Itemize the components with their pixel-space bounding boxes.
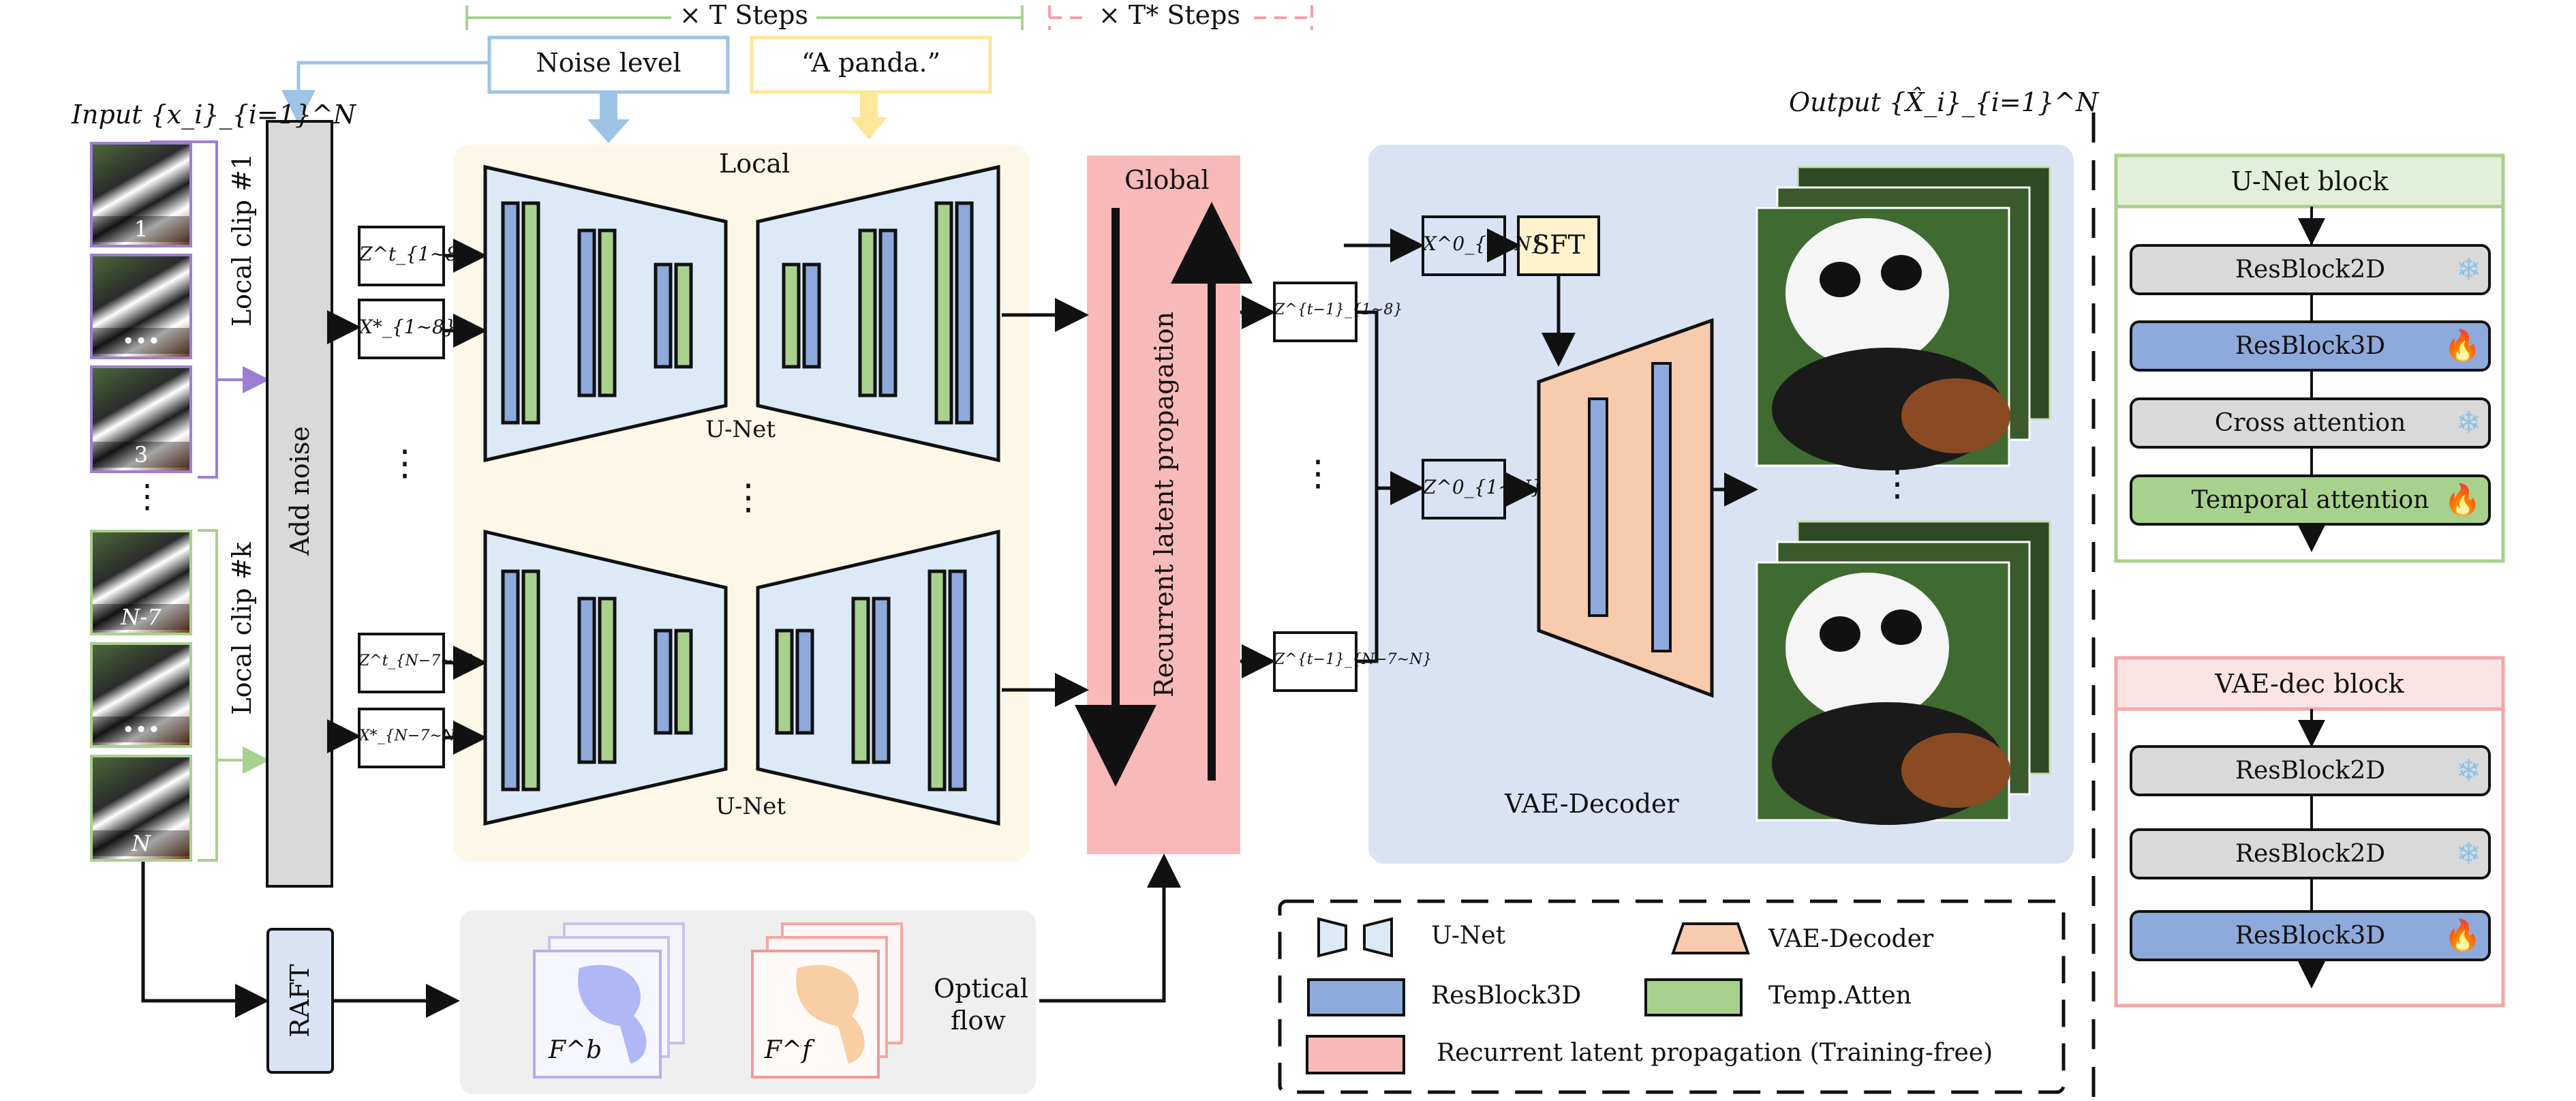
unet-block-cross-attention: Cross attention ❄ bbox=[2130, 397, 2491, 449]
mid-z-n: Z^{t−1}_{N−7∼N} bbox=[1274, 651, 1432, 668]
global-rlp-label: Recurrent latent propagation bbox=[1149, 312, 1179, 697]
snowflake-icon: ❄ bbox=[2456, 405, 2481, 440]
global-title: Global bbox=[1124, 165, 1210, 195]
clipk-label: Local clip #k bbox=[227, 542, 257, 715]
vae-z0: Z^0_{1∼N} bbox=[1423, 476, 1544, 498]
input-to-raft-arrow bbox=[141, 860, 269, 1018]
raft-label: RAFT bbox=[285, 964, 315, 1038]
legend-temp-label: Temp.Atten bbox=[1768, 982, 1912, 1010]
left-dots: ⋮ bbox=[387, 443, 423, 484]
add-noise-label: Add noise bbox=[285, 426, 315, 556]
input-thumb-n-mid: ••• bbox=[90, 642, 192, 748]
legend-vae-icon bbox=[1671, 922, 1750, 954]
output-title: Output {X̂_i}_{i=1}^N bbox=[1789, 87, 2099, 117]
latent-x-1-8: X*_{1∼8} bbox=[359, 316, 457, 338]
legend-temp-icon bbox=[1644, 978, 1743, 1016]
vae-block-resblock2d-2: ResBlock2D ❄ bbox=[2130, 828, 2491, 879]
latent-z-1-8: Z^t_{1∼8} bbox=[359, 243, 470, 265]
unet-top-label: U-Net bbox=[705, 416, 776, 443]
unet-bottom bbox=[483, 529, 1000, 826]
flow-to-global-arrow bbox=[1039, 854, 1181, 1003]
unet-bottom-label: U-Net bbox=[716, 793, 786, 820]
vae-x0: X^0_{1∼N} bbox=[1423, 232, 1544, 255]
output-frames bbox=[1755, 166, 2051, 825]
legend-res3d-label: ResBlock3D bbox=[1431, 982, 1582, 1010]
flow-label: flow bbox=[951, 1006, 1006, 1036]
add-noise-bar bbox=[266, 120, 333, 888]
snowflake-icon: ❄ bbox=[2456, 252, 2481, 287]
input-title: Input {x_i}_{i=1}^N bbox=[72, 100, 356, 130]
fire-icon: 🔥 bbox=[2444, 918, 2481, 953]
flow-fb-label: F^b bbox=[549, 1036, 602, 1064]
noise-level-label: Noise level bbox=[536, 48, 681, 78]
fire-icon: 🔥 bbox=[2444, 482, 2481, 517]
legend-res3d-icon bbox=[1307, 978, 1405, 1016]
vae-block-resblock3d: ResBlock3D 🔥 bbox=[2130, 910, 2491, 961]
prompt-down-arrow bbox=[850, 92, 887, 140]
output-dots: ⋮ bbox=[1880, 464, 1915, 504]
legend-vae-label: VAE-Decoder bbox=[1768, 925, 1934, 953]
noise-to-addnoise-arrow bbox=[281, 61, 489, 124]
tstar-steps-label: × T* Steps bbox=[1090, 0, 1248, 30]
input-dots: ⋮ bbox=[131, 477, 164, 515]
snowflake-icon: ❄ bbox=[2456, 836, 2481, 871]
prompt-label: “A panda.” bbox=[801, 48, 940, 78]
clipk-bracket bbox=[198, 529, 218, 862]
sft-label: SFT bbox=[1532, 230, 1585, 260]
unet-top bbox=[483, 164, 1000, 463]
vae-block-resblock2d-1: ResBlock2D ❄ bbox=[2130, 745, 2491, 796]
unet-block-resblock2d: ResBlock2D ❄ bbox=[2130, 244, 2491, 295]
unet-block-resblock3d: ResBlock3D 🔥 bbox=[2130, 320, 2491, 372]
vae-decoder-shape bbox=[1537, 318, 1714, 698]
vae-decoder-label: VAE-Decoder bbox=[1505, 789, 1679, 819]
noise-down-arrow bbox=[587, 92, 630, 143]
legend-rlp-label: Recurrent latent propagation (Training-f… bbox=[1437, 1039, 1993, 1067]
unet-block-temporal-attention: Temporal attention 🔥 bbox=[2130, 474, 2491, 526]
input-thumb-n7: N-7 bbox=[90, 530, 192, 635]
snowflake-icon: ❄ bbox=[2456, 753, 2481, 788]
t-steps-label: × T Steps bbox=[671, 0, 816, 30]
flow-frames bbox=[533, 922, 903, 1079]
legend-unet-icon bbox=[1317, 917, 1393, 958]
input-thumb-n: N bbox=[90, 755, 192, 862]
optical-label: Optical bbox=[934, 974, 1028, 1004]
latent-z-n: Z^t_{N−7∼N} bbox=[359, 652, 476, 669]
fire-icon: 🔥 bbox=[2444, 328, 2481, 363]
vae-block-title: VAE-dec block bbox=[2215, 669, 2404, 699]
input-thumb-1: 1 bbox=[90, 142, 192, 247]
mid-z-1-8: Z^{t−1}_{1∼8} bbox=[1274, 301, 1403, 318]
unet-block-title: U-Net block bbox=[2230, 166, 2389, 196]
flow-ff-label: F^f bbox=[765, 1036, 812, 1064]
latent-x-n: X*_{N−7∼N} bbox=[359, 727, 465, 744]
local-title: Local bbox=[719, 149, 791, 179]
mid-dots: ⋮ bbox=[1300, 453, 1336, 494]
legend-rlp-icon bbox=[1306, 1035, 1405, 1074]
input-thumb-2: ••• bbox=[90, 254, 192, 359]
input-thumb-3: 3 bbox=[90, 365, 192, 473]
local-dots: ⋮ bbox=[731, 477, 766, 518]
legend-unet-label: U-Net bbox=[1431, 922, 1506, 950]
clip1-label: Local clip #1 bbox=[227, 153, 257, 327]
